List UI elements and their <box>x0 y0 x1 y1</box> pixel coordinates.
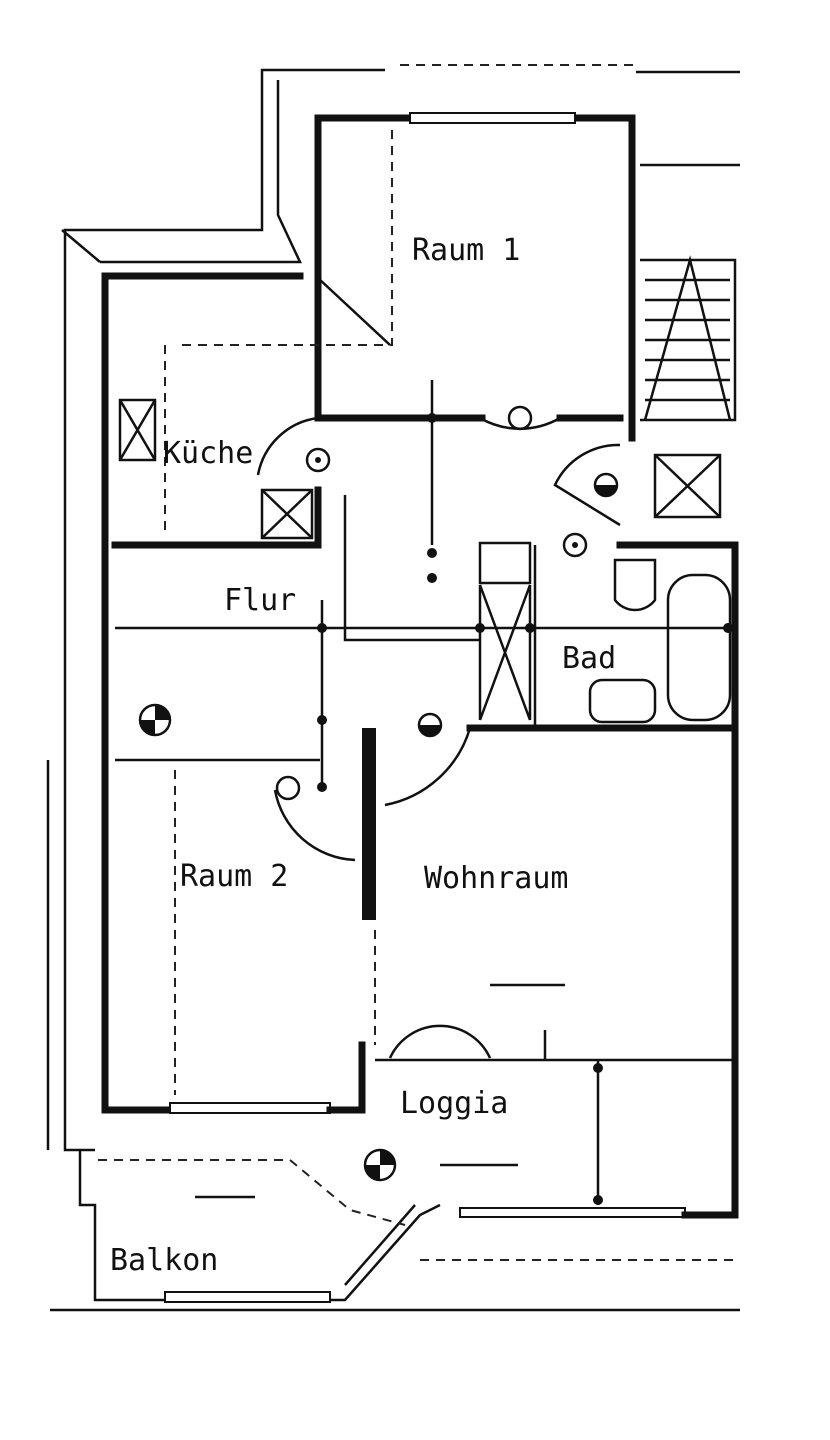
bad-walls <box>466 541 739 1219</box>
label-wohnraum: Wohnraum <box>424 861 569 896</box>
partition-wall <box>362 728 376 920</box>
label-bad: Bad <box>562 641 616 676</box>
loggia-balkon <box>50 1030 740 1312</box>
kitchen-appliance <box>118 398 157 462</box>
wohnraum-walls <box>384 727 565 1059</box>
outer-outline <box>46 64 740 1152</box>
sink <box>588 678 657 724</box>
stove <box>260 488 314 540</box>
label-raum2: Raum 2 <box>180 859 288 894</box>
staircase <box>640 255 737 519</box>
raum1-walls <box>175 112 636 442</box>
label-kueche: Küche <box>163 436 253 471</box>
kueche-walls <box>101 272 322 609</box>
label-loggia: Loggia <box>400 1086 508 1121</box>
label-flur: Flur <box>224 583 296 618</box>
bathtub <box>666 573 732 722</box>
label-balkon: Balkon <box>110 1243 218 1278</box>
label-raum1: Raum 1 <box>412 233 520 268</box>
raum2-walls <box>101 718 376 1114</box>
toilet <box>613 558 657 612</box>
light-fixtures <box>138 405 733 1205</box>
window <box>409 112 576 124</box>
washer <box>478 541 532 585</box>
